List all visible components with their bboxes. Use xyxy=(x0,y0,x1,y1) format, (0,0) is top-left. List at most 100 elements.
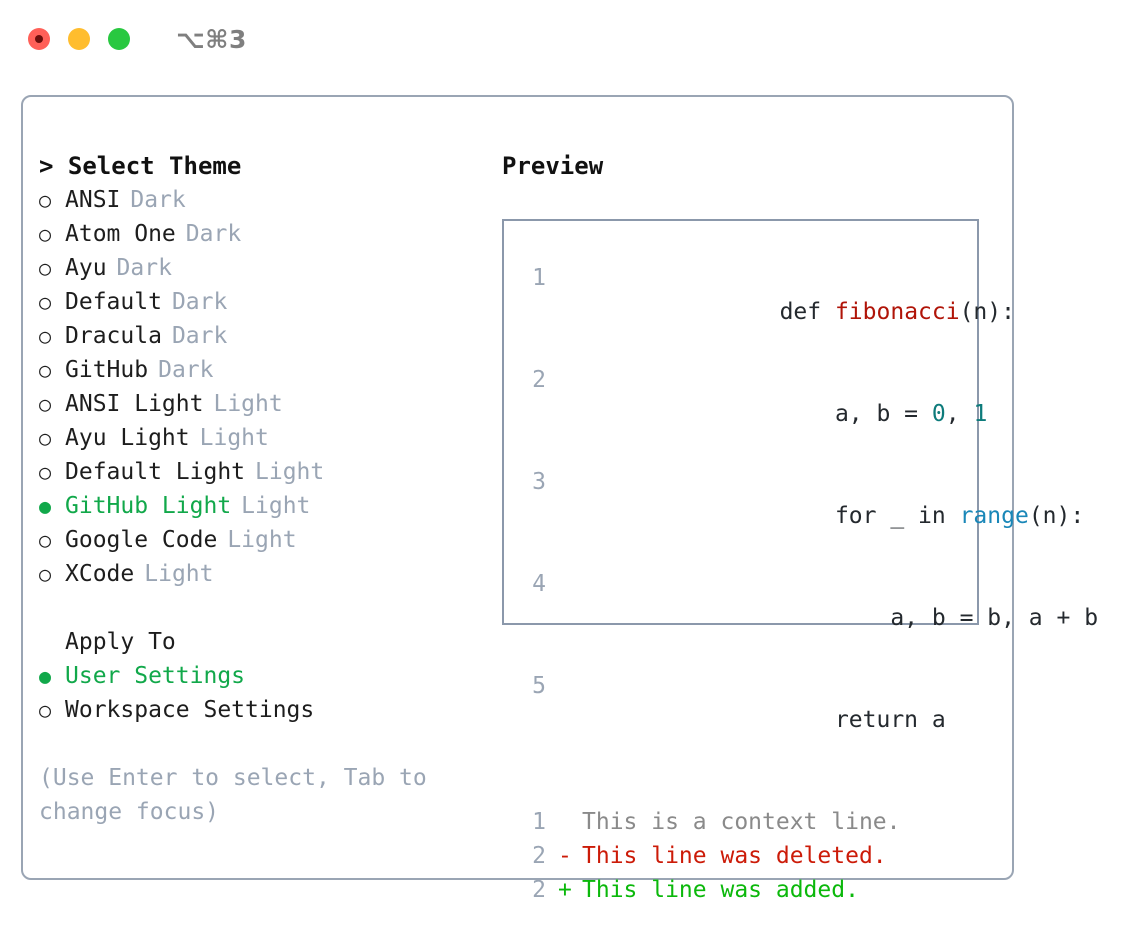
code-token: 1 xyxy=(973,401,988,427)
code-line: 5 return a xyxy=(522,669,969,771)
theme-list-item[interactable]: ○ Dracula Dark xyxy=(39,319,479,353)
theme-name: GitHub xyxy=(65,357,149,383)
theme-name: Dracula xyxy=(65,323,162,349)
theme-kind: Light xyxy=(255,459,325,485)
diff-marker: + xyxy=(558,877,572,903)
diff-text: This line was added. xyxy=(582,877,859,903)
line-number: 2 xyxy=(532,367,546,393)
code-token: fibonacci xyxy=(834,299,960,325)
theme-selector-column: > Select Theme ○ ANSI Dark ○ Atom One Da… xyxy=(39,149,479,829)
code-content: return a xyxy=(558,669,946,771)
theme-list[interactable]: ○ ANSI Dark ○ Atom One Dark ○ Ayu Dark xyxy=(39,183,479,591)
code-token: return a xyxy=(779,707,946,733)
diff-text: This is a context line. xyxy=(582,809,901,835)
theme-name: ANSI Light xyxy=(65,391,204,417)
radio-icon[interactable]: ○ xyxy=(39,358,52,382)
theme-list-item[interactable]: ○ ANSI Dark xyxy=(39,183,479,217)
theme-list-item[interactable]: ○ Ayu Light Light xyxy=(39,421,479,455)
line-number: 2 xyxy=(532,843,546,869)
select-theme-heading: > Select Theme xyxy=(39,152,242,180)
theme-kind: Dark xyxy=(171,323,228,349)
code-line: 2 a, b = 0, 1 xyxy=(522,363,987,465)
diff-marker: - xyxy=(558,843,572,869)
theme-name: Ayu xyxy=(65,255,107,281)
theme-list-item[interactable]: ○ GitHub Dark xyxy=(39,353,479,387)
radio-icon[interactable]: ○ xyxy=(39,562,52,586)
theme-list-item[interactable]: ○ Default Dark xyxy=(39,285,479,319)
theme-kind: Light xyxy=(199,425,269,451)
theme-name: XCode xyxy=(65,561,135,587)
apply-to-section: Apply To ● User Settings ○ Workspace Set… xyxy=(39,625,479,727)
code-token: (n): xyxy=(959,299,1015,325)
code-token: def xyxy=(779,299,835,325)
radio-icon[interactable]: ○ xyxy=(39,392,52,416)
code-token: a, b = xyxy=(779,401,932,427)
theme-name: Default xyxy=(65,289,162,315)
radio-icon[interactable]: ○ xyxy=(39,188,52,212)
line-number: 1 xyxy=(532,809,546,835)
preview-box: 1 def fibonacci(n): 2 a, b = 0, 1 xyxy=(502,219,1098,903)
radio-icon-selected[interactable]: ● xyxy=(39,664,52,688)
radio-icon[interactable]: ○ xyxy=(39,324,52,348)
code-content: for _ in range(n): xyxy=(558,465,1084,567)
theme-list-item[interactable]: ○ XCode Light xyxy=(39,557,479,591)
window-controls xyxy=(28,28,130,50)
code-token: (n): xyxy=(1028,503,1085,529)
theme-name: Ayu Light xyxy=(65,425,190,451)
theme-kind: Dark xyxy=(116,255,172,281)
theme-name: Default Light xyxy=(65,459,246,485)
apply-option-label: Workspace Settings xyxy=(65,697,315,723)
keyboard-hint-text: (Use Enter to select, Tab to change focu… xyxy=(39,765,427,825)
maximize-window-icon[interactable] xyxy=(108,28,130,50)
radio-icon[interactable]: ○ xyxy=(39,290,52,314)
main-panel: > Select Theme ○ ANSI Dark ○ Atom One Da… xyxy=(21,95,1098,903)
preview-heading: Preview xyxy=(502,152,604,180)
diff-marker xyxy=(558,805,582,839)
code-token: range xyxy=(959,503,1029,529)
theme-list-item[interactable]: ○ ANSI Light Light xyxy=(39,387,479,421)
theme-list-item[interactable]: ○ Default Light Light xyxy=(39,455,479,489)
code-line: 1 def fibonacci(n): xyxy=(522,261,1015,363)
radio-icon[interactable]: ○ xyxy=(39,460,52,484)
theme-name: Atom One xyxy=(65,221,176,247)
code-token: for _ in xyxy=(779,503,960,529)
diff-line-context: 1 This is a context line. xyxy=(522,805,969,839)
theme-name: ANSI xyxy=(65,187,121,213)
line-number: 1 xyxy=(532,265,546,291)
radio-icon[interactable]: ○ xyxy=(39,698,52,722)
theme-list-item-selected[interactable]: ● GitHub Light Light xyxy=(39,489,479,523)
apply-to-heading: Apply To xyxy=(65,629,176,655)
title-bar: ⌥⌘3 xyxy=(0,0,1140,78)
code-content: a, b = 0, 1 xyxy=(558,363,987,465)
theme-name: Google Code xyxy=(65,527,218,553)
minimize-window-icon[interactable] xyxy=(68,28,90,50)
code-line: 3 for _ in range(n): xyxy=(522,465,1084,567)
diff-line-added: 2 + This line was added. xyxy=(522,873,969,907)
radio-icon[interactable]: ○ xyxy=(39,528,52,552)
spacer xyxy=(522,771,969,805)
apply-option-workspace-settings[interactable]: ○ Workspace Settings xyxy=(39,693,479,727)
radio-icon[interactable]: ○ xyxy=(39,256,52,280)
radio-icon-selected[interactable]: ● xyxy=(39,494,52,518)
theme-kind: Light xyxy=(144,561,214,587)
theme-name: GitHub Light xyxy=(65,493,232,519)
code-token: a, b = b, a + b xyxy=(779,605,1099,631)
theme-kind: Dark xyxy=(171,289,228,315)
close-window-icon[interactable] xyxy=(28,28,50,50)
radio-icon[interactable]: ○ xyxy=(39,426,52,450)
theme-list-item[interactable]: ○ Ayu Dark xyxy=(39,251,479,285)
theme-list-item[interactable]: ○ Google Code Light xyxy=(39,523,479,557)
code-token: 0 xyxy=(931,401,946,427)
theme-kind: Light xyxy=(227,527,297,553)
apply-option-label: User Settings xyxy=(65,663,246,689)
theme-kind: Dark xyxy=(130,187,186,213)
keyboard-shortcut-label: ⌥⌘3 xyxy=(176,24,247,54)
radio-icon[interactable]: ○ xyxy=(39,222,52,246)
theme-list-item[interactable]: ○ Atom One Dark xyxy=(39,217,479,251)
code-preview: 1 def fibonacci(n): 2 a, b = 0, 1 xyxy=(522,261,1098,907)
line-number: 4 xyxy=(532,571,546,597)
line-number: 5 xyxy=(532,673,546,699)
theme-kind: Light xyxy=(213,391,283,417)
apply-option-user-settings[interactable]: ● User Settings xyxy=(39,659,479,693)
